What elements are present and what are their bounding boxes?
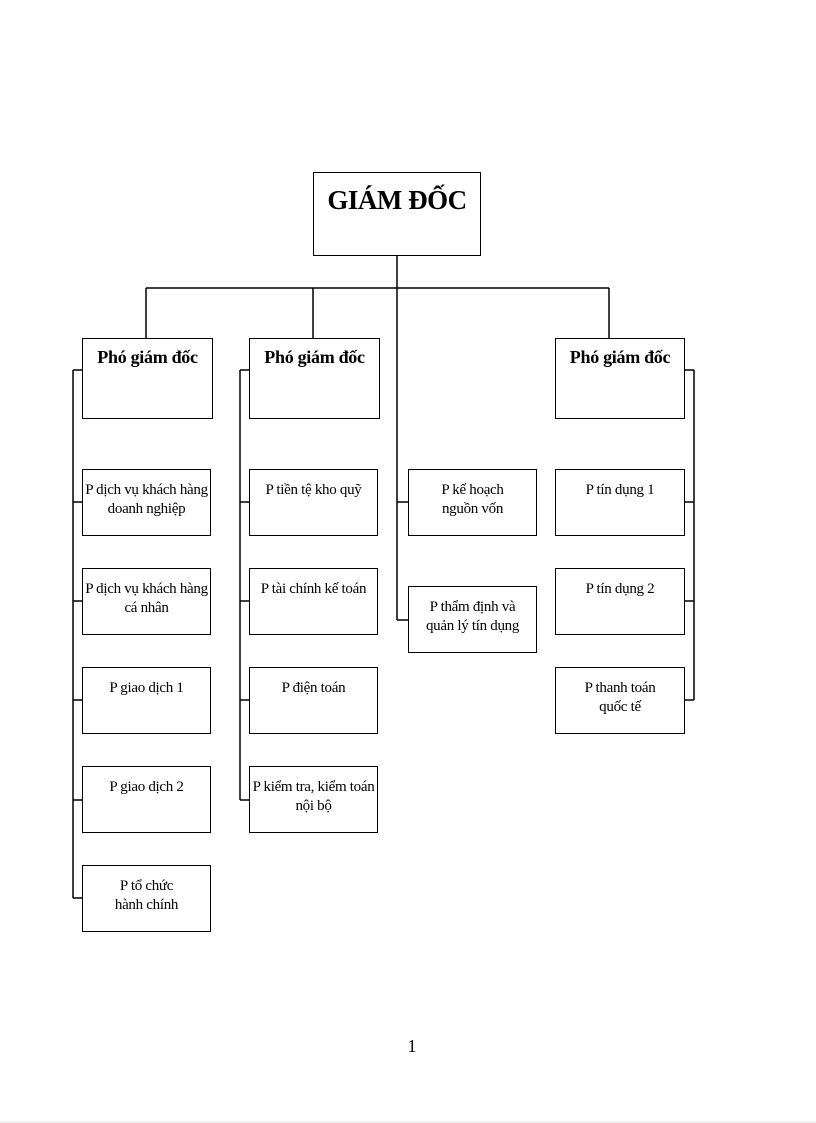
department-box: P dịch vụ khách hàng doanh nghiệp — [82, 469, 211, 536]
department-label: nội bộ — [295, 798, 332, 814]
department-label: P dịch vụ khách hàng — [85, 581, 208, 597]
department-label: P tài chính kế toán — [260, 581, 367, 597]
department-label: cá nhân — [124, 600, 169, 616]
department-label: nguồn vốn — [441, 501, 504, 517]
department-label: P tổ chức — [119, 878, 174, 894]
deputy-label: Phó giám đốc — [264, 347, 365, 367]
department-label: P tiền tệ kho quỹ — [265, 482, 362, 498]
department-box: P kế hoạch nguồn vốn — [408, 469, 537, 536]
department-label: P tín dụng 2 — [585, 581, 655, 597]
department-label: quản lý tín dụng — [425, 618, 520, 634]
page-bottom-edge — [0, 1121, 816, 1123]
director-box: GIÁM ĐỐC — [313, 172, 481, 256]
department-label: P giao dịch 2 — [109, 779, 184, 795]
department-box: P tín dụng 1 — [555, 469, 685, 536]
department-box: P tiền tệ kho quỹ — [249, 469, 378, 536]
department-label: P dịch vụ khách hàng — [85, 482, 208, 498]
deputy-director-box-1: Phó giám đốc — [82, 338, 213, 419]
page-number: 1 — [407, 1036, 417, 1056]
deputy-label: Phó giám đốc — [97, 347, 198, 367]
deputy-director-box-2: Phó giám đốc — [249, 338, 380, 419]
director-label: GIÁM ĐỐC — [327, 185, 467, 215]
department-label: P thanh toán — [584, 680, 656, 696]
department-label: hành chính — [114, 897, 179, 913]
deputy-label: Phó giám đốc — [569, 347, 671, 367]
department-box: P giao dịch 1 — [82, 667, 211, 734]
department-label: P thẩm định và — [429, 599, 516, 615]
department-box: P tài chính kế toán — [249, 568, 378, 635]
department-label: doanh nghiệp — [107, 501, 186, 517]
department-box: P kiểm tra, kiểm toán nội bộ — [249, 766, 378, 833]
deputy-director-box-3: Phó giám đốc — [555, 338, 685, 419]
department-box: P tổ chức hành chính — [82, 865, 211, 932]
department-box: P dịch vụ khách hàng cá nhân — [82, 568, 211, 635]
department-box: P điện toán — [249, 667, 378, 734]
department-box: P thẩm định và quản lý tín dụng — [408, 586, 537, 653]
department-label: P tín dụng 1 — [585, 482, 655, 498]
department-box: P thanh toán quốc tế — [555, 667, 685, 734]
department-label: quốc tế — [599, 699, 641, 715]
department-box: P giao dịch 2 — [82, 766, 211, 833]
department-label: P kiểm tra, kiểm toán — [252, 779, 375, 795]
department-label: P kế hoạch — [441, 482, 504, 498]
department-box: P tín dụng 2 — [555, 568, 685, 635]
department-label: P điện toán — [281, 680, 346, 696]
department-label: P giao dịch 1 — [109, 680, 184, 696]
